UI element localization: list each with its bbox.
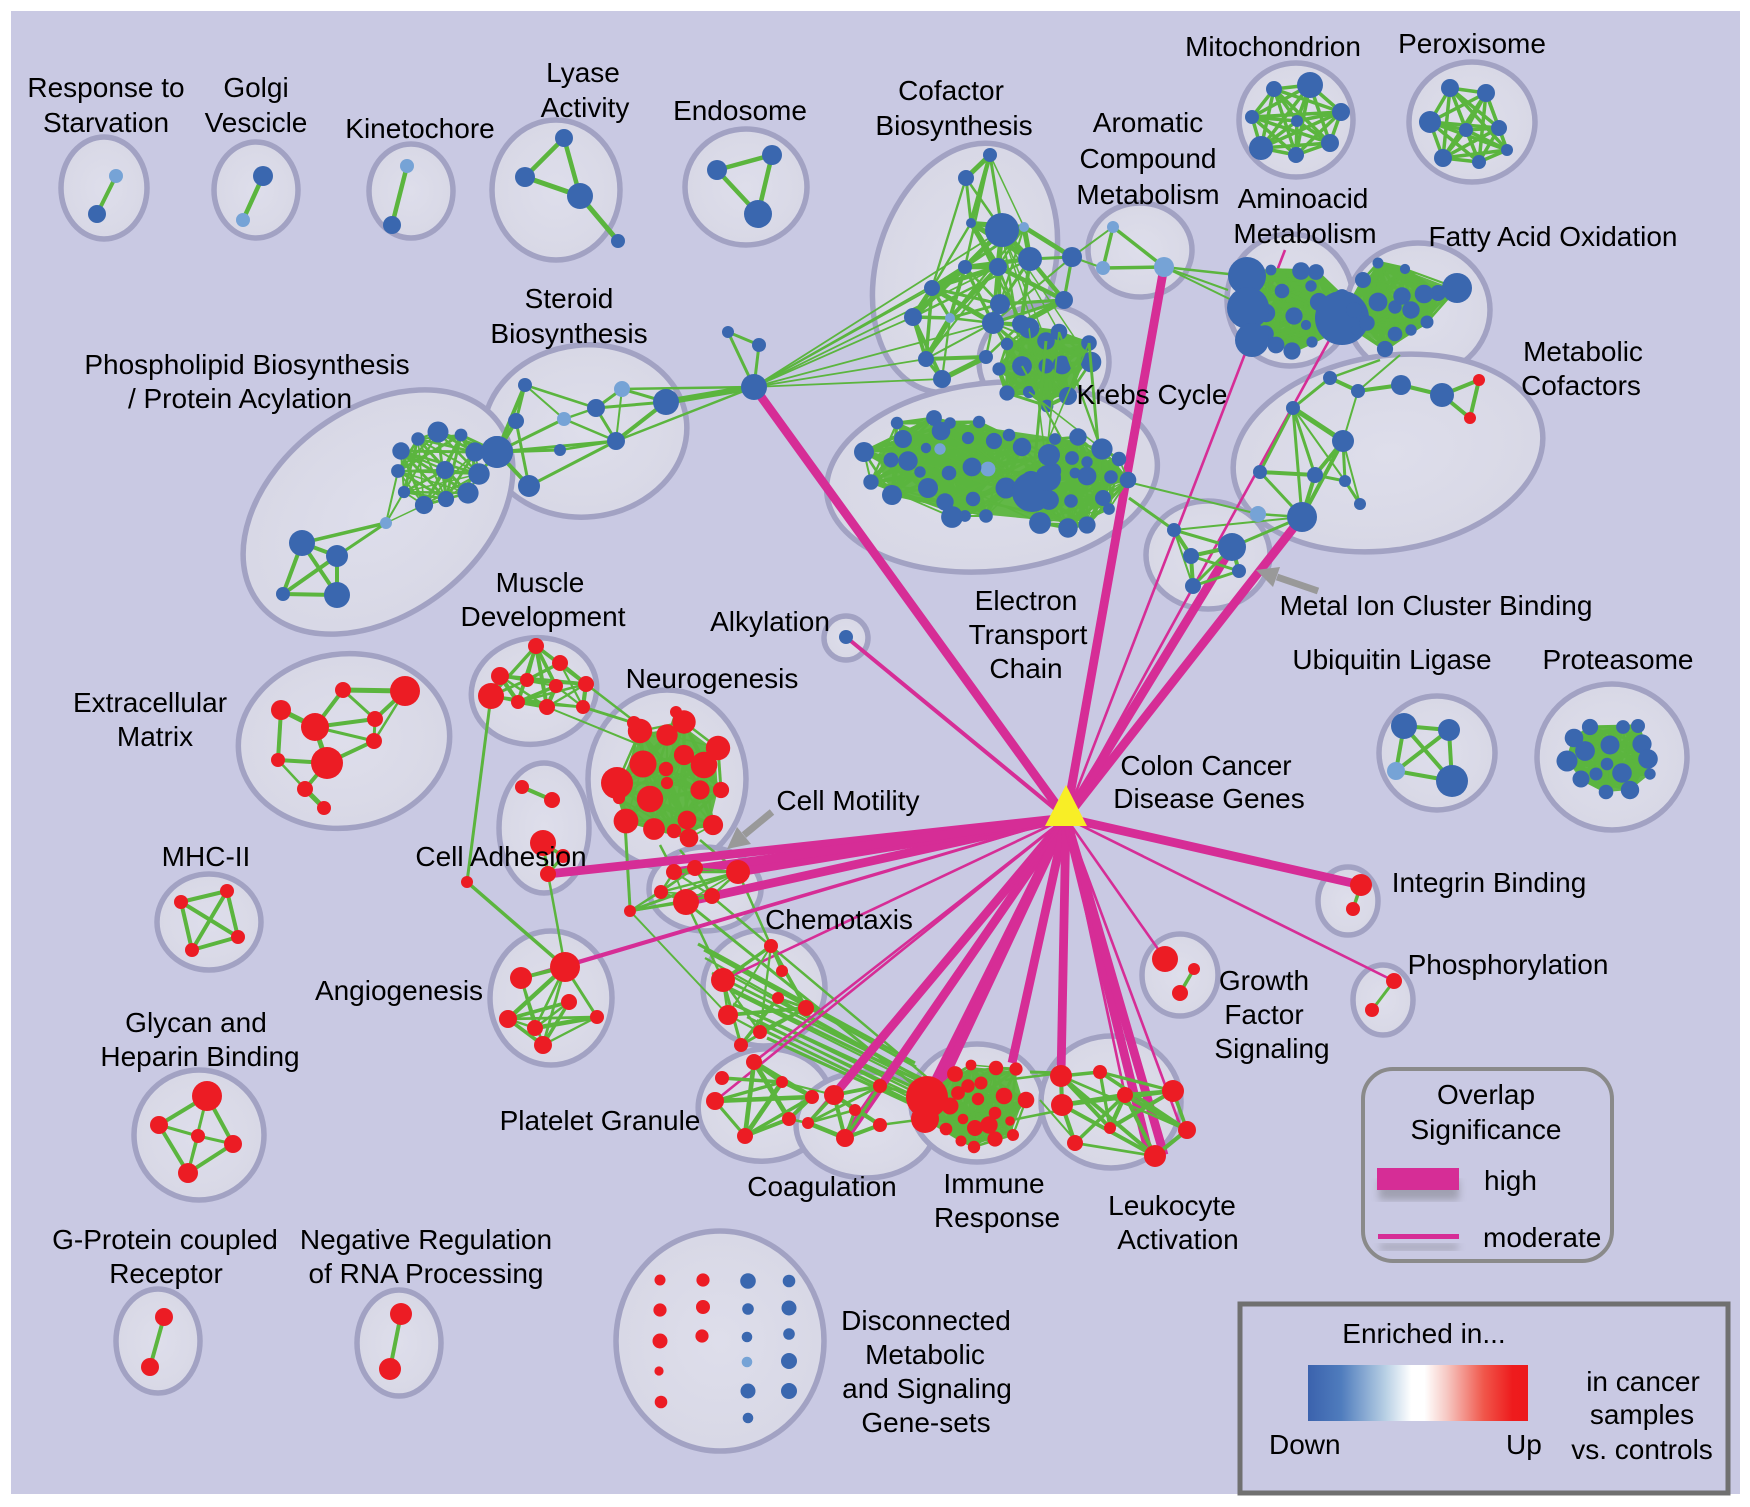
svg-text:Kinetochore: Kinetochore [345, 113, 494, 144]
svg-text:samples: samples [1590, 1399, 1694, 1430]
svg-text:Aromatic: Aromatic [1093, 107, 1203, 138]
svg-text:Krebs Cycle: Krebs Cycle [1077, 379, 1228, 410]
svg-text:high: high [1484, 1165, 1537, 1196]
svg-text:Matrix: Matrix [117, 721, 193, 752]
svg-text:Steroid: Steroid [525, 283, 614, 314]
svg-text:Signaling: Signaling [1214, 1033, 1329, 1064]
svg-text:Aminoacid: Aminoacid [1238, 183, 1369, 214]
svg-text:Overlap: Overlap [1437, 1079, 1535, 1110]
svg-text:Ubiquitin Ligase: Ubiquitin Ligase [1292, 644, 1491, 675]
svg-text:Development: Development [461, 601, 626, 632]
svg-text:Biosynthesis: Biosynthesis [490, 318, 647, 349]
svg-text:Muscle: Muscle [496, 567, 585, 598]
svg-text:Extracellular: Extracellular [73, 687, 227, 718]
svg-text:vs. controls: vs. controls [1571, 1434, 1713, 1465]
svg-text:Lyase: Lyase [546, 57, 620, 88]
svg-text:Leukocyte: Leukocyte [1108, 1190, 1236, 1221]
svg-text:Immune: Immune [943, 1168, 1044, 1199]
svg-text:Chain: Chain [989, 653, 1062, 684]
svg-text:Starvation: Starvation [43, 107, 169, 138]
svg-text:Cell Adhesion: Cell Adhesion [415, 841, 586, 872]
svg-text:Heparin Binding: Heparin Binding [100, 1041, 299, 1072]
svg-text:Factor: Factor [1224, 999, 1303, 1030]
svg-text:Integrin Binding: Integrin Binding [1392, 867, 1587, 898]
svg-text:Cofactors: Cofactors [1521, 370, 1641, 401]
svg-text:Metabolism: Metabolism [1233, 218, 1376, 249]
svg-text:Golgi: Golgi [223, 72, 288, 103]
svg-text:Mitochondrion: Mitochondrion [1185, 31, 1361, 62]
svg-text:Phosphorylation: Phosphorylation [1408, 949, 1609, 980]
svg-text:Disease Genes: Disease Genes [1113, 783, 1304, 814]
svg-text:Down: Down [1269, 1429, 1341, 1460]
svg-text:Gene-sets: Gene-sets [861, 1407, 990, 1438]
svg-text:Metabolic: Metabolic [1523, 336, 1643, 367]
svg-text:Metabolic: Metabolic [865, 1339, 985, 1370]
svg-text:MHC-II: MHC-II [162, 841, 251, 872]
svg-text:Cofactor: Cofactor [898, 75, 1004, 106]
svg-text:Biosynthesis: Biosynthesis [875, 110, 1032, 141]
svg-text:Enriched in...: Enriched in... [1342, 1318, 1505, 1349]
svg-text:Neurogenesis: Neurogenesis [626, 663, 799, 694]
svg-text:Electron: Electron [975, 585, 1078, 616]
svg-text:Up: Up [1506, 1429, 1542, 1460]
svg-text:Vescicle: Vescicle [205, 107, 308, 138]
svg-text:Platelet Granule: Platelet Granule [500, 1105, 701, 1136]
svg-text:Metal Ion Cluster Binding: Metal Ion Cluster Binding [1280, 590, 1593, 621]
svg-text:Compound: Compound [1080, 143, 1217, 174]
svg-text:and Signaling: and Signaling [842, 1373, 1012, 1404]
svg-text:Phospholipid Biosynthesis: Phospholipid Biosynthesis [84, 349, 409, 380]
svg-text:Alkylation: Alkylation [710, 606, 830, 637]
svg-text:Disconnected: Disconnected [841, 1305, 1011, 1336]
svg-text:Activation: Activation [1117, 1224, 1238, 1255]
svg-text:Endosome: Endosome [673, 95, 807, 126]
svg-text:Receptor: Receptor [109, 1258, 223, 1289]
svg-text:Glycan and: Glycan and [125, 1007, 267, 1038]
svg-text:Response: Response [934, 1202, 1060, 1233]
svg-text:Fatty Acid Oxidation: Fatty Acid Oxidation [1428, 221, 1677, 252]
svg-text:moderate: moderate [1483, 1222, 1601, 1253]
svg-text:Significance: Significance [1411, 1114, 1562, 1145]
svg-text:Colon Cancer: Colon Cancer [1120, 750, 1291, 781]
svg-text:Angiogenesis: Angiogenesis [315, 975, 483, 1006]
svg-text:Peroxisome: Peroxisome [1398, 28, 1546, 59]
svg-text:of RNA Processing: of RNA Processing [309, 1258, 544, 1289]
svg-text:Response to: Response to [27, 72, 184, 103]
svg-text:Transport: Transport [969, 619, 1088, 650]
svg-text:Cell Motility: Cell Motility [776, 785, 919, 816]
svg-text:Coagulation: Coagulation [747, 1171, 896, 1202]
svg-text:Chemotaxis: Chemotaxis [765, 904, 913, 935]
svg-text:Growth: Growth [1219, 965, 1309, 996]
svg-text:in cancer: in cancer [1586, 1366, 1700, 1397]
svg-text:G-Protein coupled: G-Protein coupled [52, 1224, 278, 1255]
svg-text:Activity: Activity [541, 92, 630, 123]
svg-text:/ Protein Acylation: / Protein Acylation [128, 383, 352, 414]
svg-text:Metabolism: Metabolism [1076, 179, 1219, 210]
svg-text:Negative Regulation: Negative Regulation [300, 1224, 552, 1255]
svg-text:Proteasome: Proteasome [1543, 644, 1694, 675]
